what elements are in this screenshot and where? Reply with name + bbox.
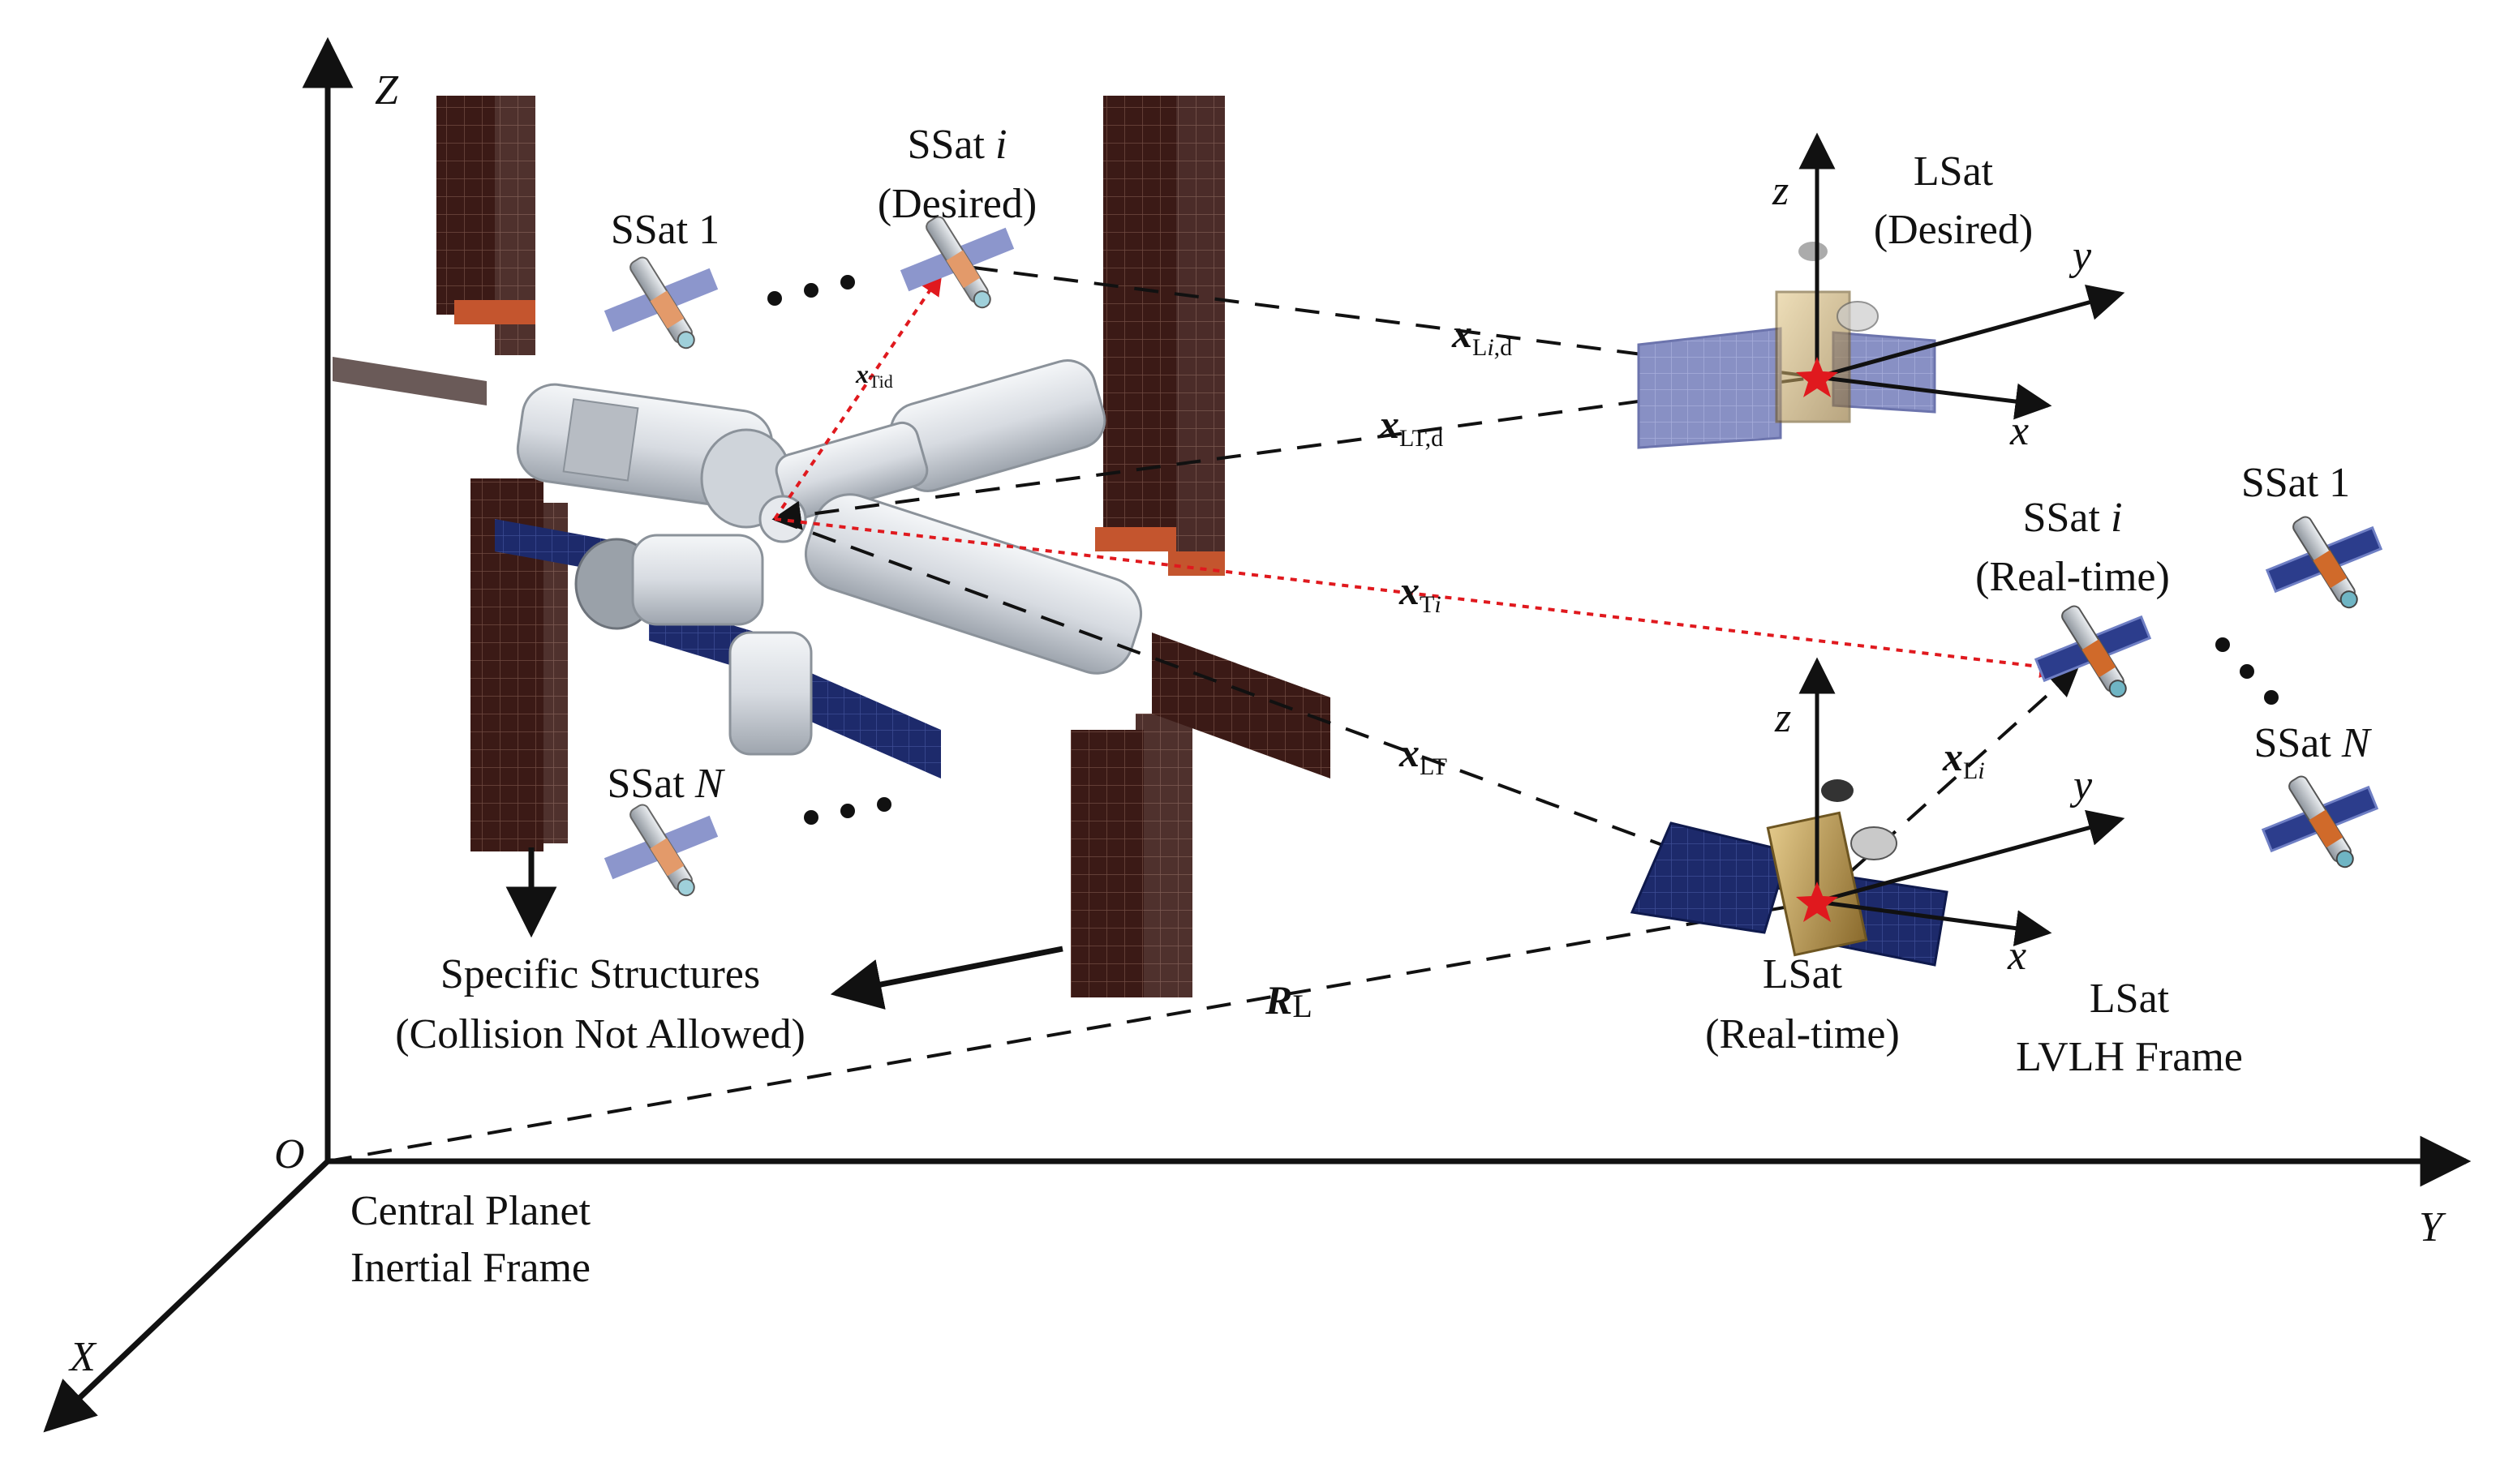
ellipsis-dots-desired-top [767,275,855,306]
x-axis-line [43,1159,330,1433]
ssat-N-desired [603,801,720,901]
structures-label-line2: (Collision Not Allowed) [395,1011,806,1057]
ellipsis-dots-realtime [2215,637,2279,705]
label-xLT: xLT [1398,730,1447,780]
ssatN-realtime-label: SSat N [2253,720,2372,766]
realtime-formation: SSat i (Real-time) SSat 1 SSat N z y x L… [1630,460,2382,1080]
station-modules [516,359,1143,756]
lsat-desired-lvlh-axes [1798,132,2125,420]
inertial-axes: Z Y X O Central Planet Inertial Frame [43,36,2472,1433]
label-xTid: xTid [855,359,893,392]
lsat-realtime-x-label: x [2007,933,2026,979]
y-axis-label: Y [2419,1204,2447,1250]
label-xLi: xLi [1942,734,1985,784]
label-xTi: xTi [1398,568,1441,618]
structures-label-line1: Specific Structures [440,951,760,997]
ellipsis-dots-desired-bottom [804,797,891,825]
ssat1-realtime-label: SSat 1 [2241,460,2350,506]
lsat-realtime [1630,779,1948,967]
inertial-frame-label-line1: Central Planet [350,1188,591,1234]
label-xLTd: xLT,d [1378,401,1443,452]
lsat-desired-y-label: y [2069,233,2092,279]
ssat-1-desired [603,254,720,354]
ssat-i-desired [899,213,1016,313]
x-axis-label: X [68,1334,97,1380]
structure-pointer-left [830,946,1063,1010]
lsat-realtime-label-line1: LSat [1763,951,1843,997]
lsat-desired [1637,242,1936,449]
z-axis-label: Z [375,67,399,114]
ssatN-desired-label: SSat N [607,761,725,807]
vector-xTi [774,517,2063,678]
lsat-realtime-star-icon [1796,881,1838,922]
origin-label: O [274,1131,305,1177]
vector-xLTd [771,375,1818,530]
ssat1-desired-label: SSat 1 [611,207,720,253]
lsat-realtime-y-label: y [2069,762,2093,808]
space-station [333,96,1330,997]
vector-xTid [773,272,943,521]
label-xLid: xLi,d [1451,311,1512,361]
lsat-realtime-lvlh-axes [1798,657,2125,946]
lsat-desired-z-label: z [1772,168,1789,214]
lsat-desired-label-line2: (Desired) [1874,207,2033,253]
vector-xLT [774,517,1818,903]
vector-RL [327,891,1820,1163]
ssati-realtime-label: SSat i [2023,495,2123,541]
lsat-desired-x-label: x [2009,408,2029,454]
lvlh-frame-label-line2: LVLH Frame [2016,1034,2243,1080]
lvlh-frame-label-line1: LSat [2090,976,2170,1022]
ssati-desired-label: SSat i [908,122,1007,168]
ssat-N-realtime [2262,772,2378,873]
ssat-1-realtime [2266,513,2382,613]
vector-xLi [1815,667,2079,903]
lsat-realtime-z-label: z [1774,695,1791,741]
ssati-desired-caption: (Desired) [878,181,1037,227]
lsat-desired-star-icon [1796,357,1838,397]
target-vectors [773,272,2063,678]
ssati-realtime-caption: (Real-time) [1975,554,2170,600]
desired-formation: SSat 1 SSat i (Desired) SSat N z y x LSa… [603,122,2125,901]
lsat-realtime-label-line2: (Real-time) [1705,1011,1900,1057]
inertial-frame-label-line2: Inertial Frame [350,1245,591,1291]
lsat-desired-label-line1: LSat [1914,148,1994,195]
ssat-i-realtime [2034,602,2151,702]
label-RL: RL [1265,977,1312,1024]
